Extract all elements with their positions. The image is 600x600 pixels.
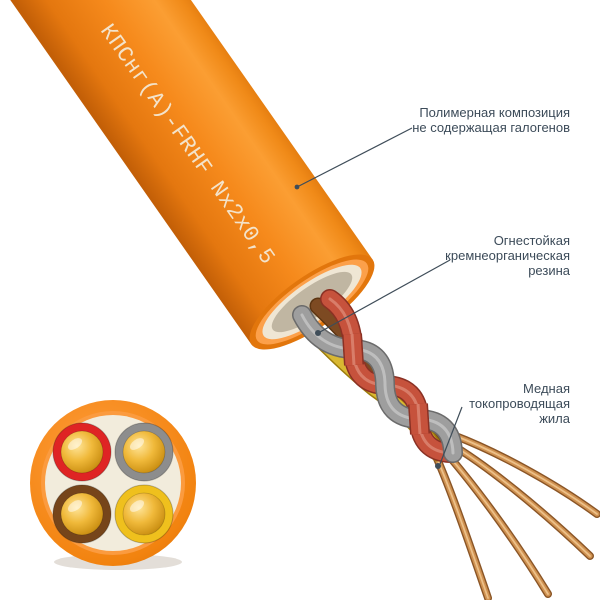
leader-dot-jacket <box>294 184 300 190</box>
core-brown-icon <box>52 484 112 544</box>
leader-line-insulation <box>319 259 451 333</box>
leader-lines <box>298 127 463 465</box>
annotation-line: Полимерная композиция <box>419 105 570 120</box>
core-gray-icon <box>114 422 174 482</box>
annotation-insulation-material: Огнестойкая кремнеорганическая резина <box>445 233 570 278</box>
annotation-line: Медная <box>523 381 570 396</box>
core-yellow-icon <box>114 484 174 544</box>
leader-line-conductor <box>439 406 463 465</box>
annotation-line: жила <box>539 411 570 426</box>
twisted-wires <box>292 289 463 463</box>
annotation-conductor-material: Медная токопроводящая жила <box>469 381 570 426</box>
leader-dot-conductor <box>435 463 441 469</box>
annotation-line: резина <box>528 263 570 278</box>
copper-strand <box>449 431 600 518</box>
annotation-line: кремнеорганическая <box>445 248 570 263</box>
copper-strands <box>430 431 600 600</box>
cable-jacket <box>10 0 373 345</box>
leader-dots <box>294 184 441 469</box>
leader-dot-insulation <box>315 330 321 336</box>
core-red-icon <box>52 422 112 482</box>
annotation-line: не содержащая галогенов <box>412 120 570 135</box>
leader-line-jacket <box>298 127 413 187</box>
cross-section-diagram <box>30 400 196 570</box>
annotation-jacket-material: Полимерная композиция не содержащая гало… <box>412 105 570 135</box>
annotation-line: Огнестойкая <box>493 233 570 248</box>
copper-strand <box>445 439 594 560</box>
wire-red-crossing <box>342 333 430 435</box>
annotation-line: токопроводящая <box>469 396 570 411</box>
wire-gray <box>292 305 463 463</box>
